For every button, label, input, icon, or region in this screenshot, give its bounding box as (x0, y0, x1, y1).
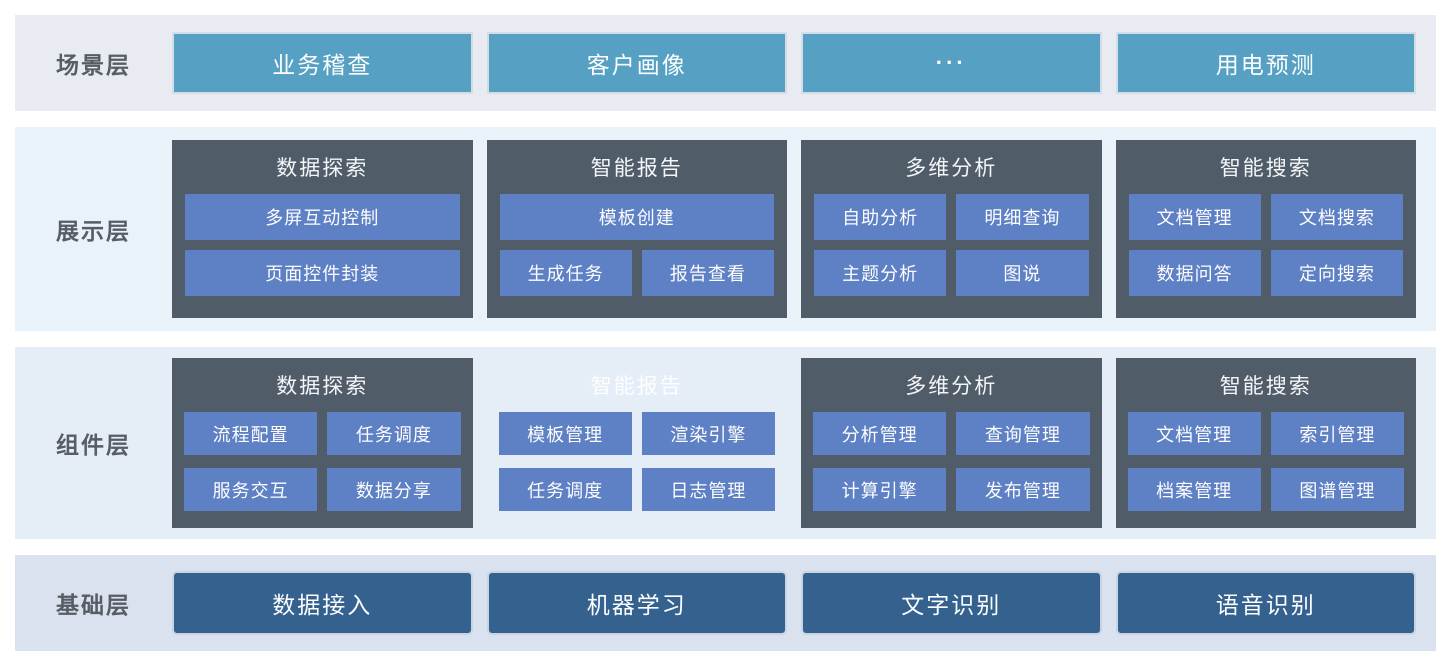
feature-block: 报告查看 (641, 250, 774, 296)
scene-block: 用电预测 (1115, 32, 1416, 94)
feature-block: 生成任务 (499, 250, 632, 296)
layer-band-base: 基础层 数据接入 机器学习 文字识别 语音识别 (15, 555, 1436, 651)
feature-row: 数据问答 定向搜索 (1128, 250, 1403, 296)
feature-block: 图说 (956, 250, 1089, 296)
feature-row: 任务调度 日志管理 (498, 468, 775, 511)
feature-block: 文档管理 (1127, 412, 1261, 455)
base-block: 语音识别 (1115, 571, 1416, 635)
layer-label-scene: 场景层 (56, 52, 131, 78)
component-groups: 数据探索 流程配置 任务调度 服务交互 数据分享 智能报告 模板管理 (172, 347, 1416, 539)
feature-block: 渲染引擎 (641, 412, 775, 455)
panel-title: 智能报告 (590, 156, 683, 180)
layer-label-component: 组件层 (56, 432, 131, 458)
group-panel-multidim-analysis: 多维分析 自助分析 明细查询 主题分析 图说 (801, 140, 1102, 318)
layer-band-component: 组件层 数据探索 流程配置 任务调度 服务交互 数据分享 智能报告 (15, 347, 1436, 539)
display-groups: 数据探索 多屏互动控制 页面控件封装 智能报告 模板创建 生成任务 报告查看 多… (172, 127, 1416, 331)
panel-body: 模板创建 生成任务 报告查看 (499, 194, 774, 318)
base-block: 机器学习 (486, 571, 787, 635)
feature-block: 任务调度 (327, 412, 461, 455)
panel-body: 多屏互动控制 页面控件封装 (185, 194, 460, 318)
feature-block: 流程配置 (184, 412, 318, 455)
panel-body: 自助分析 明细查询 主题分析 图说 (814, 194, 1089, 318)
feature-block: 文档管理 (1128, 194, 1261, 240)
feature-block: 模板创建 (499, 194, 774, 240)
feature-block: 档案管理 (1127, 468, 1261, 511)
group-panel-multidim-analysis: 多维分析 分析管理 查询管理 计算引擎 发布管理 (801, 358, 1102, 528)
panel-title: 数据探索 (276, 156, 369, 180)
base-block: 数据接入 (172, 571, 473, 635)
feature-block: 日志管理 (641, 468, 775, 511)
feature-row: 文档管理 索引管理 (1127, 412, 1404, 455)
feature-row: 文档管理 文档搜索 (1128, 194, 1403, 240)
base-blocks: 数据接入 机器学习 文字识别 语音识别 (172, 555, 1416, 651)
feature-row: 分析管理 查询管理 (813, 412, 1090, 455)
feature-row: 自助分析 明细查询 (814, 194, 1089, 240)
feature-block: 自助分析 (814, 194, 947, 240)
panel-body: 文档管理 文档搜索 数据问答 定向搜索 (1128, 194, 1403, 318)
feature-row: 计算引擎 发布管理 (813, 468, 1090, 511)
feature-block: 主题分析 (814, 250, 947, 296)
feature-block: 页面控件封装 (185, 250, 460, 296)
panel-body: 文档管理 索引管理 档案管理 图谱管理 (1127, 412, 1404, 528)
group-panel-data-exploration: 数据探索 流程配置 任务调度 服务交互 数据分享 (172, 358, 473, 528)
layer-label-display: 展示层 (56, 218, 131, 244)
feature-block: 多屏互动控制 (185, 194, 460, 240)
feature-block: 服务交互 (184, 468, 318, 511)
feature-block: 数据分享 (327, 468, 461, 511)
panel-body: 分析管理 查询管理 计算引擎 发布管理 (813, 412, 1090, 528)
scene-block: 客户画像 (486, 32, 787, 94)
group-panel-smart-report: 智能报告 模板创建 生成任务 报告查看 (486, 140, 787, 318)
base-block: 文字识别 (801, 571, 1102, 635)
feature-row: 档案管理 图谱管理 (1127, 468, 1404, 511)
scene-blocks: 业务稽查 客户画像 ··· 用电预测 (172, 15, 1416, 111)
panel-title: 多维分析 (905, 374, 998, 398)
feature-block: 数据问答 (1128, 250, 1261, 296)
panel-title: 智能搜索 (1219, 374, 1312, 398)
layer-band-scene: 场景层 业务稽查 客户画像 ··· 用电预测 (15, 15, 1436, 111)
feature-block: 任务调度 (498, 468, 632, 511)
panel-title: 智能报告 (590, 374, 683, 398)
group-panel-smart-search: 智能搜索 文档管理 索引管理 档案管理 图谱管理 (1115, 358, 1416, 528)
scene-block-ellipsis: ··· (801, 32, 1102, 94)
feature-block: 分析管理 (813, 412, 947, 455)
feature-row: 流程配置 任务调度 (184, 412, 461, 455)
feature-block: 图谱管理 (1270, 468, 1404, 511)
layer-label-base: 基础层 (56, 592, 131, 618)
feature-block: 计算引擎 (813, 468, 947, 511)
feature-block: 索引管理 (1270, 412, 1404, 455)
panel-title: 数据探索 (276, 374, 369, 398)
layer-band-display: 展示层 数据探索 多屏互动控制 页面控件封装 智能报告 模板创建 生成任务 报告… (15, 127, 1436, 331)
panel-title: 智能搜索 (1219, 156, 1312, 180)
feature-block: 查询管理 (956, 412, 1090, 455)
feature-row: 服务交互 数据分享 (184, 468, 461, 511)
feature-row: 生成任务 报告查看 (499, 250, 774, 296)
panel-body: 模板管理 渲染引擎 任务调度 日志管理 (498, 412, 775, 528)
scene-block: 业务稽查 (172, 32, 473, 94)
feature-block: 发布管理 (956, 468, 1090, 511)
feature-block: 明细查询 (956, 194, 1089, 240)
feature-block: 定向搜索 (1270, 250, 1403, 296)
feature-row: 模板管理 渲染引擎 (498, 412, 775, 455)
group-panel-smart-search: 智能搜索 文档管理 文档搜索 数据问答 定向搜索 (1115, 140, 1416, 318)
feature-row: 主题分析 图说 (814, 250, 1089, 296)
panel-title: 多维分析 (905, 156, 998, 180)
feature-block: 文档搜索 (1270, 194, 1403, 240)
group-panel-data-exploration: 数据探索 多屏互动控制 页面控件封装 (172, 140, 473, 318)
panel-body: 流程配置 任务调度 服务交互 数据分享 (184, 412, 461, 528)
group-panel-smart-report-ghost: 智能报告 模板管理 渲染引擎 任务调度 日志管理 (487, 358, 788, 528)
feature-block: 模板管理 (498, 412, 632, 455)
